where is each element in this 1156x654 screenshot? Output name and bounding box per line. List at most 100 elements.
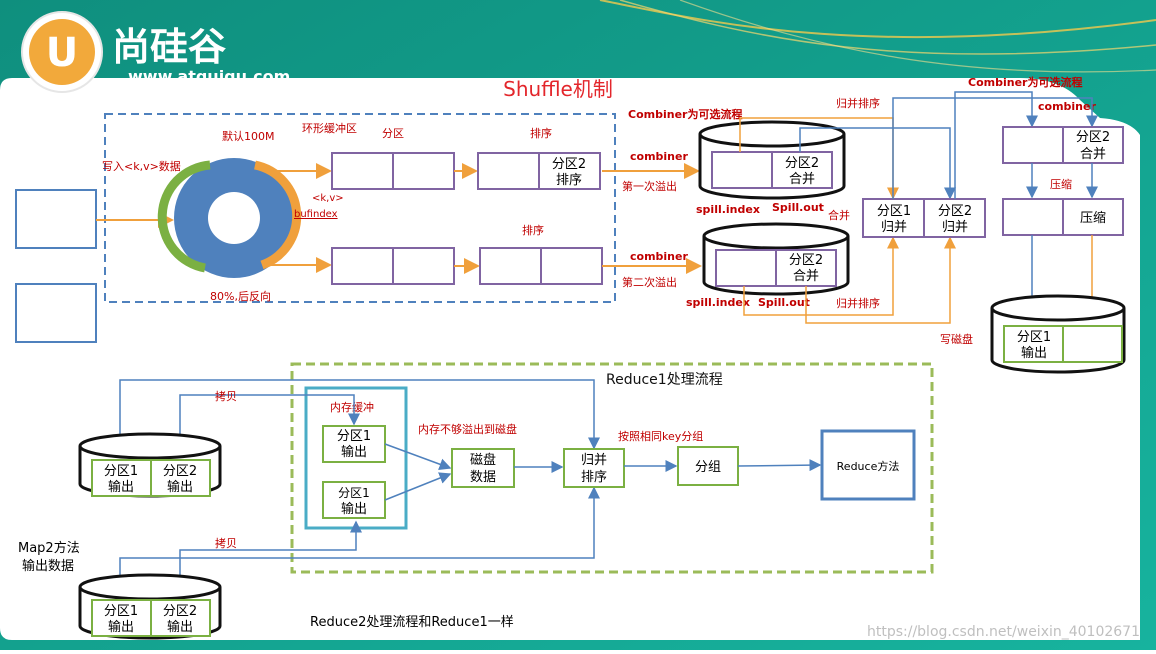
disk-cell-line2: 输出 [167,619,193,635]
disk-cell-line2: 输出 [108,479,134,495]
arrow [179,394,360,435]
arrow [384,443,452,470]
arrow [799,127,956,200]
compress-cell-text: 压缩 [1080,210,1106,226]
decor-curve [679,0,1156,73]
disk-cell-line1: 分区2 [163,464,197,479]
mem-p1b-line1: 分区1 [338,486,370,500]
disk-cell-line2: 输出 [108,619,134,635]
group-by-key-label: 按照相同key分组 [618,429,703,443]
disk-data-box: 磁盘 数据 [451,448,515,488]
arrow [954,91,1038,199]
merge-p2-line1: 分区2 [938,204,972,219]
mem-partition-2: 分区1 输出 [322,481,386,519]
group-text: 分组 [695,460,721,475]
out-p1-line2: 输出 [1021,345,1047,361]
write-kv-label: 写入<k,v>数据 [102,159,181,173]
arrow [743,236,899,316]
out-p1-line1: 分区1 [1017,330,1051,345]
disk-cell-line1: 分区1 [104,464,138,479]
spill-out-label: Spill.out [758,296,810,309]
ring-buffer [157,158,302,278]
spill-disk-1: 分区2 合并 [698,120,846,200]
group [677,446,739,486]
combiner-optional-label: Combiner为可选流程 [968,75,1082,89]
disk-cell-line1: 分区2 [789,253,823,268]
map1-output-disk: 分区1 输出 分区2 输出 [78,432,222,498]
merge-sort [563,448,625,488]
partition-label: 分区 [382,127,404,140]
merge-sort-line1: 归并 [581,453,607,468]
disk-cell-line1: 分区2 [163,604,197,619]
decor-curve [599,0,1156,39]
group-box: 分组 [677,446,739,486]
diagram-title: Shuffle机制 [503,77,613,101]
reduce-method-box: Reduce方法 [820,429,916,501]
sort-box-top: 分区2 排序 [477,152,601,190]
disk-top [702,222,850,250]
merge-sort-bottom-label: 归并排序 [836,296,880,310]
bufindex-label: bufindex [294,209,338,220]
disk-top [78,432,222,460]
compress-box: 压缩 [1002,198,1124,236]
right-p2-line2: 合并 [1080,147,1106,162]
disk-data-line2: 数据 [470,470,496,485]
disk-top [78,573,222,601]
map2-label-line2: 输出数据 [22,558,74,574]
mem-p1-line1: 分区1 [337,429,371,444]
default-100m-label: 默认100M [222,130,275,143]
disk-data-line1: 磁盘 [470,452,496,468]
disk-cell-line1: 分区1 [104,604,138,619]
partition-box-top [331,152,455,190]
write-disk-label: 写磁盘 [940,332,973,346]
merge-p1-line2: 归并 [881,220,907,235]
mem-partition-box [322,425,386,463]
decor-curve [619,0,1156,55]
mem-p1b-line2: 输出 [341,501,367,517]
reverse-80-label: 80%,后反向 [210,289,271,303]
map2-label-line1: Map2方法 [18,540,80,556]
sort2-label: 排序 [522,223,544,237]
disk-cell-line2: 合并 [793,269,819,284]
disk-data [451,448,515,488]
merge-label: 合并 [828,208,850,222]
disk-top [990,294,1126,322]
output-disk: 分区1 输出 [990,294,1126,374]
right-combine-box: 分区2 合并 [1002,126,1124,164]
reduce-dashed-region [290,362,934,574]
combiner-label: combiner [630,250,688,263]
merge-sort-line2: 排序 [581,470,607,485]
watermark: https://blog.csdn.net/weixin_40102671 [867,624,1140,640]
arrow [119,486,600,576]
logo: U 尚硅谷 www.atguigu.com [21,11,290,93]
spill-index-label: spill.index [696,203,760,216]
disk-cell-line1: 分区2 [785,156,819,171]
logo-inner-circle [29,19,95,85]
arrow [179,520,362,576]
combiner-label: combiner [1038,100,1096,113]
merge-p1-line1: 分区1 [877,204,911,219]
spill1-label: 第一次溢出 [622,179,677,193]
arrow [805,236,956,324]
combiner-optional-label: Combiner为可选流程 [628,107,742,121]
compress-label: 压缩 [1050,178,1072,191]
arrow [119,379,600,450]
input-box [15,283,97,343]
reduce2-note: Reduce2处理流程和Reduce1一样 [310,615,514,630]
merge-p2-line2: 归并 [942,220,968,235]
p2-sort-line1: 分区2 [552,157,586,172]
mem-overflow-label: 内存不够溢出到磁盘 [418,422,517,436]
disk-cell-line2: 合并 [789,172,815,187]
arrow [384,472,452,501]
logo-letter: U [46,30,78,76]
disk-top [698,120,846,148]
mem-partition-1: 分区1 输出 [322,425,386,463]
memory-buffer-label: 内存缓冲 [330,400,374,414]
logo-brand: 尚硅谷 [112,25,226,69]
input-box [15,189,97,249]
sort-box-bottom [479,247,603,285]
merge-boxes: 分区1 归并 分区2 归并 [862,198,986,238]
map-dashed-region [104,113,616,303]
kv-label: <k,v> [312,193,344,204]
